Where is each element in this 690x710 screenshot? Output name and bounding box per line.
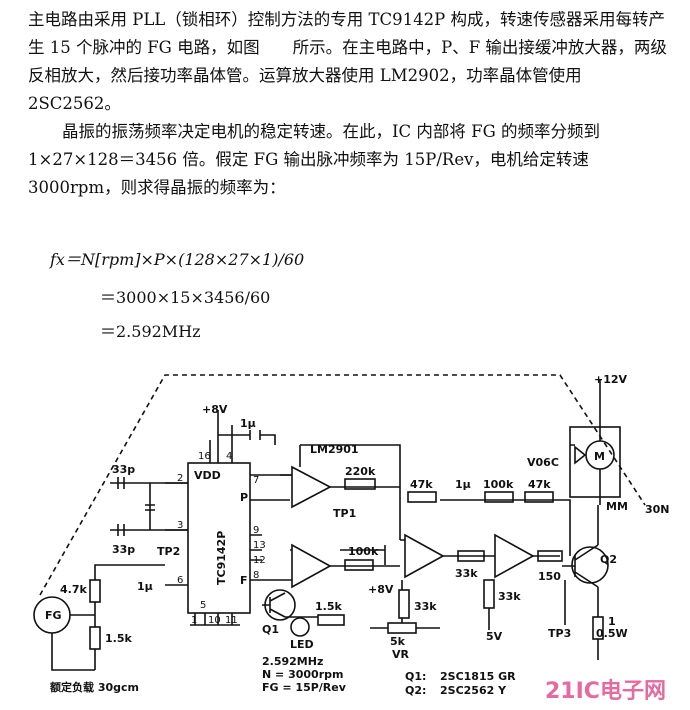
pin-4: 4 bbox=[226, 451, 232, 462]
r-4-7k-label: 4.7k bbox=[60, 583, 87, 596]
paragraph-2: 晶振的振荡频率决定电机的稳定转速。在此，IC 内部将 FG 的频率分频到 1×2… bbox=[28, 122, 601, 197]
pin-9: 9 bbox=[253, 525, 259, 536]
pin-11: 11 bbox=[225, 615, 238, 626]
q1-part-prefix: Q1: bbox=[405, 670, 426, 683]
tp3-label: TP3 bbox=[548, 627, 571, 640]
cap-33p-b-label: 33p bbox=[112, 543, 135, 556]
r-1-5k-led-label: 1.5k bbox=[315, 600, 342, 613]
resistor-100k-b bbox=[344, 559, 374, 571]
opamp-1 bbox=[291, 465, 332, 509]
spec-fg: FG = 15P/Rev bbox=[262, 681, 347, 694]
pin-10: 10 bbox=[208, 615, 221, 626]
body-text: 主电路由采用 PLL（锁相环）控制方法的专用 TC9142P 构成，转速传感器采… bbox=[28, 6, 668, 202]
resistor-47k-a bbox=[407, 491, 437, 503]
r-47k-a-label: 47k bbox=[410, 478, 433, 491]
q2-part: 2SC2562 Y bbox=[440, 684, 507, 697]
ic-body bbox=[187, 462, 251, 614]
r-100k-b-label: 100k bbox=[348, 545, 379, 558]
motor-label: M bbox=[594, 450, 605, 463]
mm-n-label: 30N bbox=[645, 503, 670, 516]
q1-part: 2SC1815 GR bbox=[440, 670, 516, 683]
cap-1u-fg-label: 1μ bbox=[137, 580, 153, 593]
resistor-1-5k bbox=[89, 626, 101, 650]
pin-8: 8 bbox=[253, 570, 259, 581]
cap-33p-a-label: 33p bbox=[112, 463, 135, 476]
fg-label: FG bbox=[45, 609, 62, 622]
spec-rpm: N = 3000rpm bbox=[262, 668, 343, 681]
r-1-5k-fg-label: 1.5k bbox=[105, 632, 132, 645]
resistor-33k-c bbox=[483, 579, 495, 609]
opamp-4 bbox=[494, 533, 535, 579]
circuit-diagram: VDD TC9142P +8V 1μ LM2901 33p 33p TP2 1μ… bbox=[33, 373, 670, 704]
opamp-label: LM2901 bbox=[310, 443, 359, 456]
led-label: LED bbox=[290, 638, 314, 651]
transistor-q2 bbox=[571, 546, 609, 584]
pin-6: 6 bbox=[177, 575, 183, 586]
resistor-33k-b bbox=[398, 589, 410, 619]
tp1-label: TP1 bbox=[333, 507, 356, 520]
r-33k-b-label: 33k bbox=[414, 600, 437, 613]
r-100k-a-label: 100k bbox=[483, 478, 514, 491]
q2-symbol-label: Q2 bbox=[600, 553, 617, 566]
r-220k-label: 220k bbox=[345, 465, 376, 478]
pin-7: 7 bbox=[253, 475, 259, 486]
ic-name-label: TC9142P bbox=[215, 531, 228, 585]
pin-2: 2 bbox=[177, 473, 183, 484]
5v-label: 5V bbox=[486, 630, 503, 643]
vr-5k-label: 5k bbox=[390, 635, 406, 648]
resistor-47k-b bbox=[524, 491, 554, 503]
equation-1: fx＝N[rpm]×P×(128×27×1)/60 bbox=[50, 250, 305, 269]
pin-13: 13 bbox=[253, 540, 266, 551]
load-label: 额定负载 30gcm bbox=[50, 680, 139, 694]
resistor-220k bbox=[344, 478, 376, 490]
q1-symbol-label: Q1 bbox=[262, 623, 279, 636]
equation-2: ＝3000×15×3456/60 bbox=[100, 288, 271, 307]
diode-label: V06C bbox=[527, 456, 559, 469]
resistor-150 bbox=[537, 550, 563, 562]
r-05w-label: 0.5W bbox=[596, 627, 628, 640]
vr-label: VR bbox=[392, 648, 410, 661]
resistor-4-7k bbox=[89, 579, 101, 603]
r-33k-c-label: 33k bbox=[498, 590, 521, 603]
supply-8v-b-label: +8V bbox=[368, 583, 394, 596]
resistor-100k-a bbox=[484, 491, 514, 503]
resistor-1-5k-led bbox=[317, 614, 345, 626]
q2-part-prefix: Q2: bbox=[405, 684, 426, 697]
r-33k-a-label: 33k bbox=[455, 567, 478, 580]
variable-resistor bbox=[387, 622, 417, 634]
dashed-coupling-line bbox=[39, 374, 646, 596]
cap-1u-mid-label: 1μ bbox=[455, 478, 471, 491]
mm-label: MM bbox=[606, 500, 628, 513]
supply-8v-label: +8V bbox=[202, 403, 228, 416]
equation-3: ＝2.592MHz bbox=[100, 322, 201, 341]
r-150-label: 150 bbox=[538, 570, 561, 583]
tp2-label: TP2 bbox=[157, 545, 180, 558]
resistor-33k-a bbox=[457, 550, 485, 562]
cap-1u-top-label: 1μ bbox=[240, 417, 256, 430]
opamp-2 bbox=[291, 543, 332, 589]
led bbox=[290, 617, 310, 637]
watermark: 21IC电子网 bbox=[545, 679, 666, 704]
spec-freq: 2.592MHz bbox=[262, 655, 323, 668]
motor-housing bbox=[569, 426, 621, 498]
pin-5: 5 bbox=[200, 600, 206, 611]
r-47k-b-label: 47k bbox=[528, 478, 551, 491]
ic-pin-vdd: VDD bbox=[194, 469, 221, 482]
supply-12v-label: +12V bbox=[594, 373, 628, 386]
pin-16: 16 bbox=[198, 451, 211, 462]
r-1-label: 1 bbox=[608, 615, 616, 628]
opamp-3 bbox=[404, 533, 445, 579]
pin-3: 3 bbox=[177, 520, 183, 531]
pin-1: 1 bbox=[191, 615, 197, 626]
paragraph-1: 主电路由采用 PLL（锁相环）控制方法的专用 TC9142P 构成，转速传感器采… bbox=[28, 10, 667, 113]
pin-p-label: P bbox=[240, 491, 248, 504]
pin-f-label: F bbox=[240, 574, 248, 587]
pin-12: 12 bbox=[253, 555, 266, 566]
